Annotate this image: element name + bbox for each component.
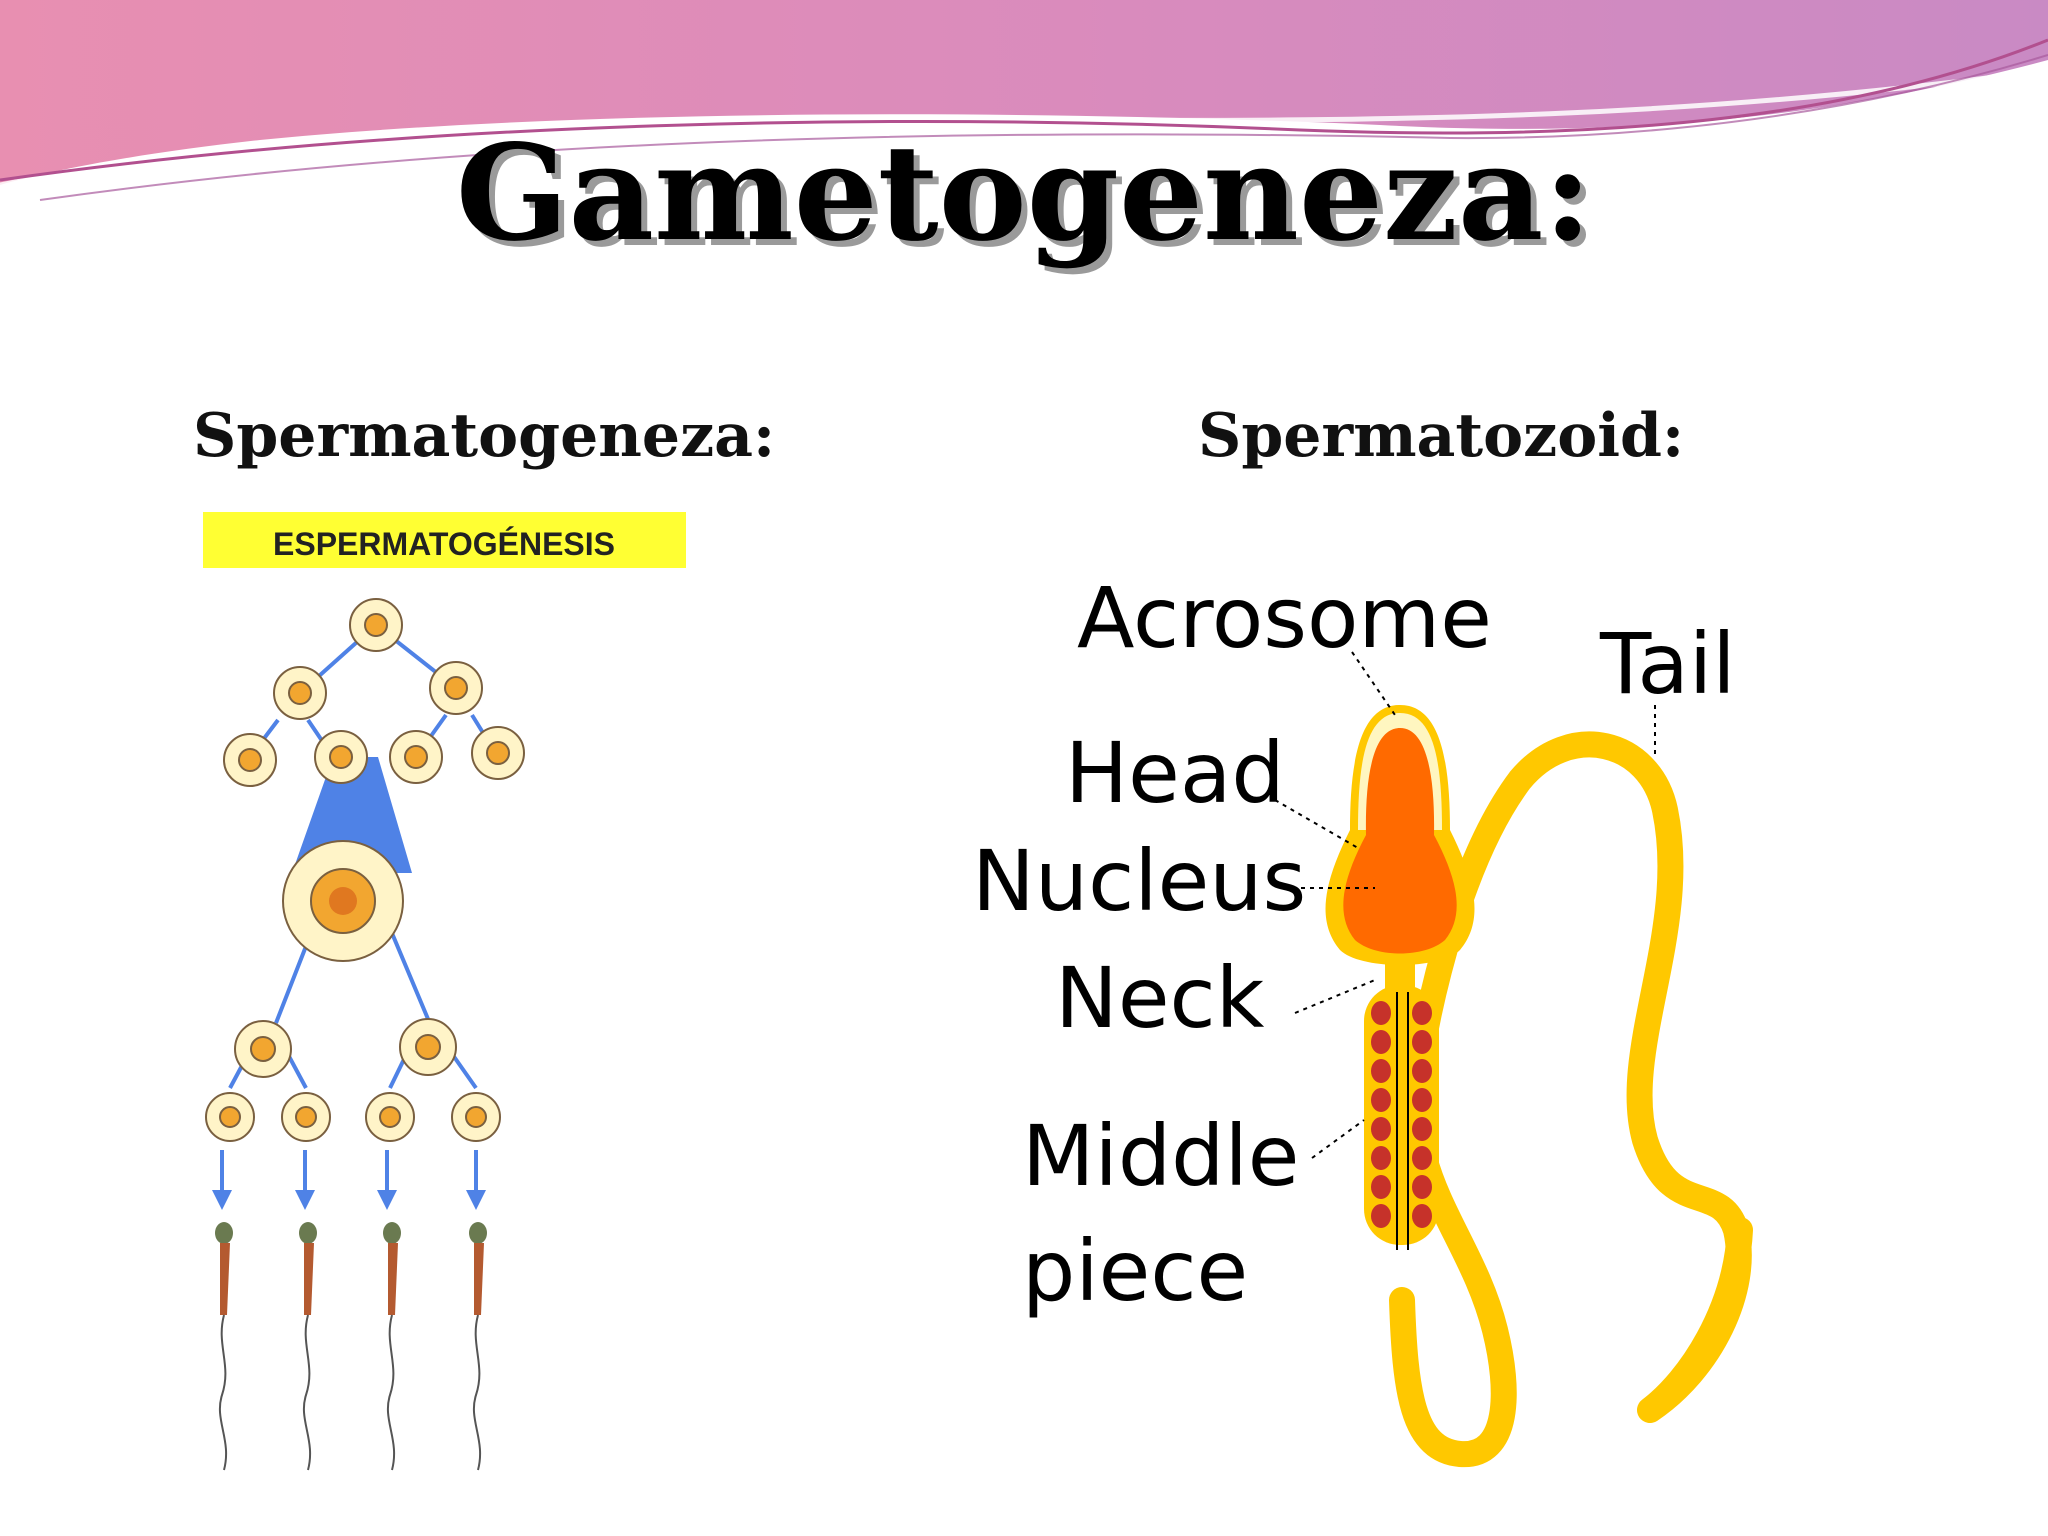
swoosh-line (0, 38, 2048, 182)
cell (471, 726, 525, 780)
swoosh-band (0, 0, 2048, 185)
label-tail: Tail (1599, 615, 1736, 713)
spermatogenesis-diagram: ESPERMATOGÉNESIS (203, 512, 686, 1471)
label-head: Head (1065, 724, 1285, 822)
down-arrows (212, 1150, 486, 1210)
cell (451, 1092, 501, 1142)
label-acrosome: Acrosome (1077, 569, 1492, 667)
label-piece: piece (1022, 1222, 1248, 1320)
spermatozoid-subtitle: Spermatozoid: (1198, 401, 1685, 471)
header-swoosh (0, 0, 2048, 201)
cell (389, 730, 443, 784)
spermatogenesis-subtitle: Spermatogeneza: (193, 401, 776, 471)
mitochondria (1371, 1001, 1432, 1228)
swoosh-line-2 (39, 54, 2048, 201)
label-middle: Middle (1022, 1107, 1299, 1205)
small-sperms (215, 1222, 487, 1471)
large-cell (282, 840, 404, 962)
cell (223, 733, 277, 787)
cell (281, 1092, 331, 1142)
banner-text: ESPERMATOGÉNESIS (273, 526, 615, 562)
spermatozoid-diagram: Acrosome Tail Head Nucleus Neck Middle p… (972, 569, 1753, 1468)
slide-title: Gametogeneza: (455, 116, 1593, 271)
nucleus (1343, 728, 1457, 954)
banner (203, 512, 686, 568)
small-sperm (469, 1222, 487, 1471)
cell (205, 1092, 255, 1142)
tail (1389, 731, 1753, 1468)
small-sperm (383, 1222, 401, 1471)
leader-lines (1274, 651, 1656, 1159)
cell (234, 1020, 292, 1078)
cell (273, 666, 327, 720)
cell (429, 661, 483, 715)
label-nucleus: Nucleus (972, 832, 1306, 930)
label-neck: Neck (1055, 949, 1265, 1047)
cell (399, 1018, 457, 1076)
middle-piece (1364, 985, 1439, 1245)
small-sperm (215, 1222, 233, 1471)
cells (205, 598, 525, 1142)
cell (349, 598, 403, 652)
cell (314, 730, 368, 784)
small-sperm (299, 1222, 317, 1471)
cell (365, 1092, 415, 1142)
